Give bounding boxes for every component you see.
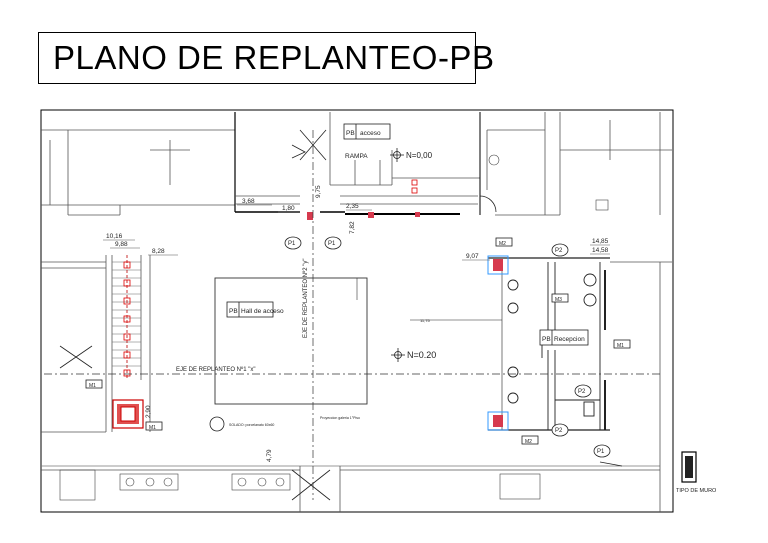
dimension-label: 7,82 xyxy=(349,221,356,234)
tag-m1: M1 xyxy=(617,343,624,349)
dimension-label: 4,79 xyxy=(266,449,273,462)
pb-label-acceso: PB xyxy=(346,130,355,137)
dimension-label: 14,58 xyxy=(592,247,609,254)
dimension-label: 2,90 xyxy=(145,405,152,418)
hall-area xyxy=(214,277,368,405)
dimension-label: 1,80 xyxy=(282,205,295,212)
solado-label: SOLADO: porcelanato 60x60 xyxy=(229,423,274,427)
axis-lines xyxy=(44,130,660,500)
axis-y-label: EJE DE REPLANTEO Nº2 "y" xyxy=(302,259,309,338)
dimension-label: 8,28 xyxy=(152,248,165,255)
axis-x-label: EJE DE REPLANTEO Nº1 "x" xyxy=(176,366,255,373)
hall-label: Hall de acceso xyxy=(241,308,284,315)
level-label-1: N=0.20 xyxy=(407,350,436,360)
tag-m2: M2 xyxy=(525,439,532,445)
proyeccion-label: Proyeccion galeria 1°Piso xyxy=(320,416,360,420)
level-markers xyxy=(390,148,405,362)
title-box: PLANO DE REPLANTEO-PB xyxy=(38,32,494,84)
walls xyxy=(41,112,672,512)
reception-room xyxy=(410,257,610,431)
door-symbols xyxy=(59,129,623,501)
tag-m1: M1 xyxy=(149,425,156,431)
bottom-fixtures xyxy=(59,154,609,501)
tags xyxy=(85,236,631,458)
dimension-label: 14,85 xyxy=(592,238,609,245)
tag-p2: P2 xyxy=(555,428,563,434)
pb-label-hall: PB xyxy=(229,308,238,315)
plan-frame xyxy=(40,109,674,513)
page-title: PLANO DE REPLANTEO-PB xyxy=(53,39,495,76)
dimension-label: 10,16 xyxy=(106,233,123,240)
stair-markers xyxy=(123,179,418,377)
dimension-label: 9,75 xyxy=(315,185,322,198)
tag-p1: P1 xyxy=(328,241,336,247)
pb-label-recepcion: PB xyxy=(542,336,551,343)
acceso-label: acceso xyxy=(360,130,381,137)
stair xyxy=(112,255,141,380)
dimension-label: 3,68 xyxy=(242,198,255,205)
tag-m1: M1 xyxy=(89,383,96,389)
wall-type-caption: TIPO DE MURO xyxy=(676,488,717,494)
recepcion-label: Recepcion xyxy=(554,336,585,343)
dimension-lines xyxy=(103,204,610,261)
rampa-label: RAMPA xyxy=(345,153,368,160)
elevator xyxy=(112,399,144,429)
tag-m2: M2 xyxy=(499,241,506,247)
dimension-label: 9,88 xyxy=(115,241,128,248)
columns xyxy=(307,212,509,431)
dimension-label: 2,35 xyxy=(346,203,359,210)
tag-p2: P2 xyxy=(555,248,563,254)
tag-p1: P1 xyxy=(288,241,296,247)
tag-p2: P2 xyxy=(578,389,586,395)
tag-p1: P1 xyxy=(597,449,605,455)
level-label-0: N=0,00 xyxy=(406,151,433,160)
name-boxes xyxy=(226,123,589,346)
tag-m3: M3 xyxy=(555,297,562,303)
dimension-label: 9,07 xyxy=(466,253,479,260)
dimension-label: 11,75 xyxy=(420,318,430,323)
